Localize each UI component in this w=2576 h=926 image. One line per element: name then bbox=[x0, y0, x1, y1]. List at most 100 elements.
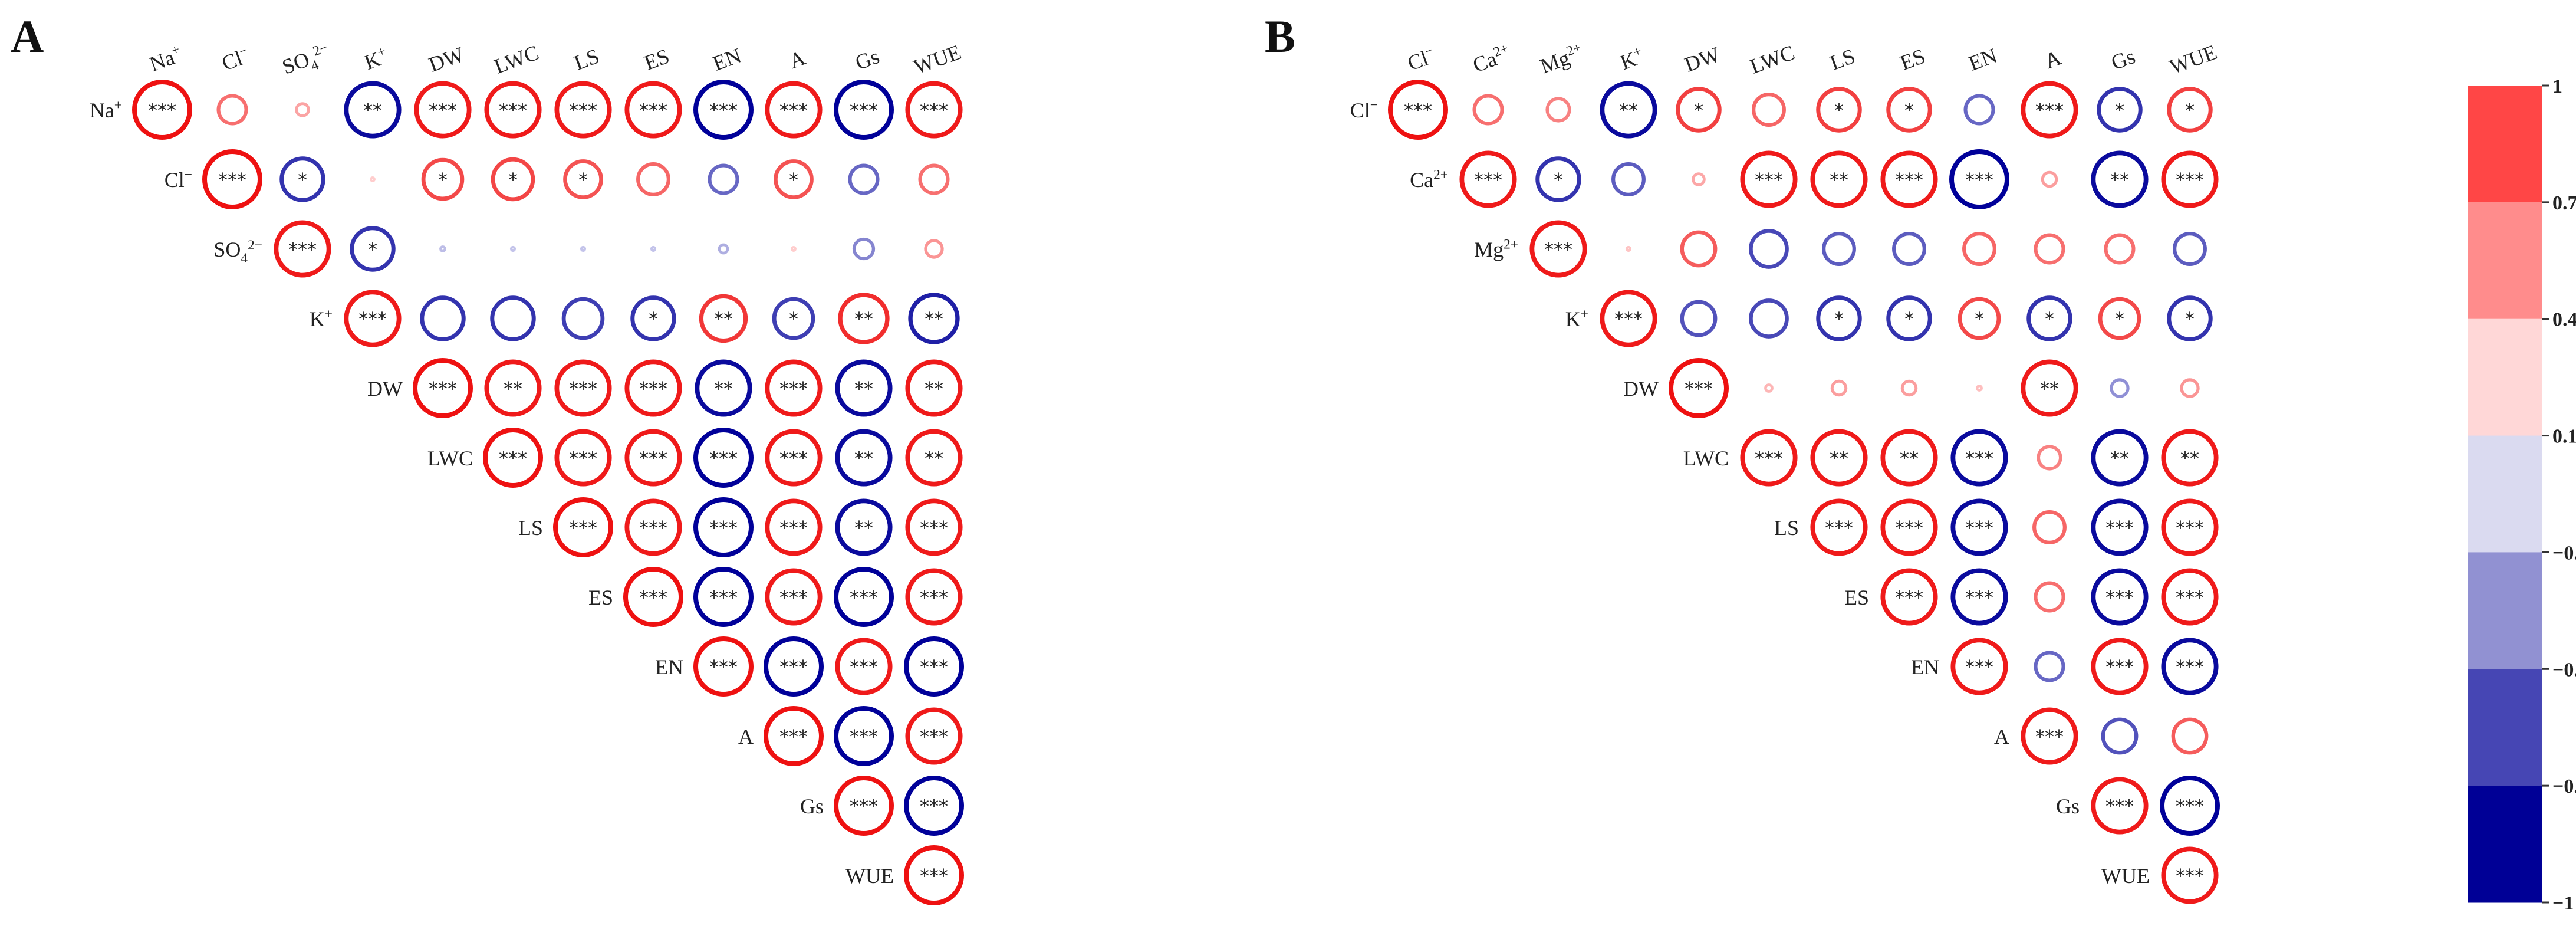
panel-b-corr-circle bbox=[1880, 568, 1938, 626]
panel-b-corr-circle bbox=[2021, 707, 2078, 765]
panel-a-row-label: Na+ bbox=[90, 97, 122, 122]
panel-a-significance-label: ** bbox=[854, 377, 873, 400]
panel-b-significance-label: *** bbox=[1404, 99, 1432, 122]
panel-b-corr-circle bbox=[1950, 638, 2008, 695]
panel-b-corr-circle bbox=[1740, 150, 1798, 208]
panel-a-corr-circle bbox=[439, 245, 446, 252]
panel-a-significance-label: *** bbox=[850, 656, 878, 678]
panel-b-corr-circle bbox=[1749, 298, 1789, 339]
panel-b-col-label: LS bbox=[1827, 44, 1858, 75]
panel-b-row-label: EN bbox=[1911, 655, 1939, 679]
panel-b-significance-label: ** bbox=[2110, 447, 2129, 469]
colorbar-bin bbox=[2468, 552, 2542, 669]
panel-a-row-label: DW bbox=[367, 377, 403, 400]
panel-b-corr-circle bbox=[2026, 295, 2072, 341]
panel-b-corr-circle bbox=[1764, 383, 1774, 393]
panel-a-significance-label: *** bbox=[920, 865, 948, 887]
panel-a-significance-label: *** bbox=[850, 586, 878, 609]
panel-b-significance-label: *** bbox=[2176, 169, 2204, 191]
panel-b-corr-circle bbox=[1900, 379, 1918, 397]
panel-b-col-label: ES bbox=[1897, 44, 1928, 75]
panel-a-corr-circle bbox=[553, 497, 613, 557]
panel-b-corr-circle bbox=[1388, 80, 1448, 140]
colorbar-tick-label: 0.4 bbox=[2552, 309, 2576, 331]
panel-a-corr-circle bbox=[693, 497, 754, 557]
panel-b-significance-label: *** bbox=[1965, 586, 1993, 609]
panel-b-corr-circle bbox=[2091, 568, 2149, 626]
panel-b-significance-label: *** bbox=[1544, 238, 1572, 261]
panel-a-corr-circle bbox=[838, 293, 890, 344]
panel-a-corr-circle bbox=[765, 568, 823, 626]
panel-a-significance-label: *** bbox=[569, 447, 597, 469]
panel-b-corr-circle bbox=[1950, 429, 2008, 487]
panel-a-significance-label: *** bbox=[639, 99, 667, 122]
colorbar-tick-label: 0.7 bbox=[2552, 192, 2576, 214]
panel-a-corr-circle bbox=[509, 245, 516, 252]
panel-a-row-label: ES bbox=[588, 586, 613, 609]
panel-a-corr-circle bbox=[718, 243, 729, 255]
panel-a-row-label: LWC bbox=[427, 446, 473, 470]
panel-a-significance-label: *** bbox=[779, 586, 808, 609]
panel-b-corr-circle bbox=[2161, 568, 2219, 626]
panel-b-corr-circle bbox=[2160, 776, 2220, 836]
panel-a-significance-label: * bbox=[368, 238, 377, 261]
panel-b-corr-circle bbox=[1950, 568, 2008, 626]
panel-a-row-label: WUE bbox=[845, 864, 894, 888]
panel-b-significance-label: ** bbox=[1830, 447, 1848, 469]
panel-a-significance-label: ** bbox=[714, 377, 733, 400]
panel-a-significance-label: *** bbox=[850, 725, 878, 748]
panel-b-col-label: WUE bbox=[2167, 40, 2220, 79]
panel-b-corr-circle bbox=[1880, 429, 1938, 487]
panel-a-significance-label: *** bbox=[779, 725, 808, 748]
panel-b-corr-circle bbox=[1680, 230, 1718, 268]
panel-b-row-label: K+ bbox=[1565, 306, 1588, 331]
panel-b-significance-label: ** bbox=[2180, 447, 2199, 469]
panel-b-corr-circle bbox=[1749, 229, 1789, 269]
panel-b-row-label: Cl− bbox=[1350, 97, 1378, 122]
panel-a-corr-circle bbox=[904, 776, 964, 836]
panel-b-letter: B bbox=[1265, 11, 1295, 62]
panel-b-corr-circle bbox=[2167, 87, 2213, 133]
panel-b-corr-circle bbox=[1976, 385, 1983, 392]
panel-b-significance-label: *** bbox=[2105, 517, 2134, 539]
panel-b-corr-circle bbox=[1830, 379, 1848, 397]
panel-b-row-label: LS bbox=[1774, 516, 1799, 540]
panel-a-significance-label: *** bbox=[709, 586, 738, 609]
panel-a-corr-circle bbox=[924, 239, 944, 259]
panel-b-corr-circle bbox=[1810, 498, 1868, 556]
panel-a-significance-label: *** bbox=[639, 586, 667, 609]
panel-b-col-label: Ca2+ bbox=[1469, 41, 1514, 77]
panel-b-significance-label: *** bbox=[2176, 586, 2204, 609]
panel-a-significance-label: ** bbox=[363, 99, 382, 122]
panel-b-row-label: ES bbox=[1844, 586, 1869, 609]
panel-a-col-label: LWC bbox=[491, 41, 542, 78]
panel-a-col-label: Gs bbox=[852, 44, 882, 74]
panel-a-corr-circle bbox=[908, 293, 960, 344]
panel-b-significance-label: *** bbox=[2105, 656, 2134, 678]
panel-b-corr-circle bbox=[2101, 717, 2139, 755]
panel-a-significance-label: *** bbox=[709, 447, 738, 469]
panel-a-corr-circle bbox=[350, 226, 396, 272]
panel-a-corr-circle bbox=[693, 567, 754, 627]
panel-b-corr-circle bbox=[2034, 233, 2065, 265]
panel-a-significance-label: *** bbox=[429, 99, 457, 122]
panel-b-corr-circle bbox=[1822, 232, 1856, 266]
panel-a-corr-circle bbox=[420, 295, 466, 341]
panel-b-corr-circle bbox=[1892, 232, 1926, 266]
panel-a-significance-label: *** bbox=[358, 308, 387, 330]
panel-b-corr-circle bbox=[2097, 87, 2143, 133]
panel-b-corr-circle bbox=[1810, 150, 1868, 208]
panel-a-significance-label: ** bbox=[925, 377, 943, 400]
panel-b-significance-label: * bbox=[1904, 308, 1914, 330]
panel-a-corr-circle bbox=[554, 81, 612, 139]
panel-a-corr-circle bbox=[848, 163, 880, 195]
panel-b-significance-label: *** bbox=[2105, 795, 2134, 817]
panel-b-significance-label: *** bbox=[1965, 656, 1993, 678]
panel-a-corr-circle bbox=[370, 176, 376, 182]
panel-b-corr-circle bbox=[1880, 150, 1938, 208]
panel-b-row-label: Gs bbox=[2056, 794, 2080, 818]
panel-a-corr-circle bbox=[918, 163, 950, 195]
panel-a-corr-circle bbox=[274, 220, 331, 278]
panel-b-significance-label: *** bbox=[2176, 517, 2204, 539]
panel-b-corr-circle bbox=[2161, 638, 2219, 695]
